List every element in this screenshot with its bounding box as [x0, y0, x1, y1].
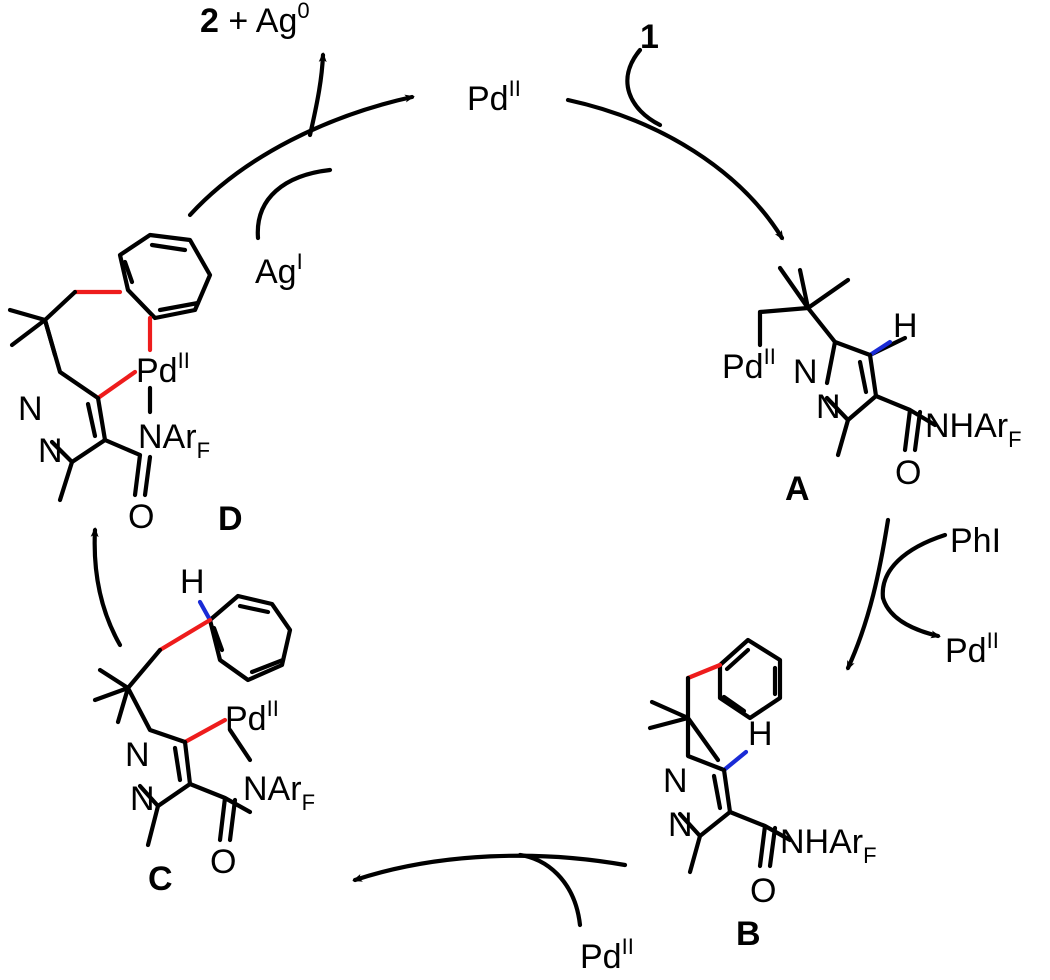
svg-text:N: N — [793, 353, 818, 391]
svg-text:N: N — [18, 390, 43, 428]
intermediate-d-label: D — [218, 500, 243, 538]
svg-text:NArF: NArF — [138, 418, 210, 463]
intermediate-d: PdII N N O NArF D — [7, 232, 243, 538]
arrow-b-to-c — [352, 853, 628, 883]
svg-text:PdII: PdII — [225, 696, 279, 738]
arrow-phi-entry — [880, 532, 948, 601]
svg-text:O: O — [128, 498, 154, 536]
svg-text:O: O — [895, 454, 921, 492]
svg-text:N: N — [816, 388, 841, 426]
pd-added-label: PdII — [580, 934, 634, 976]
arrow-ag-entry — [255, 167, 333, 241]
svg-text:N: N — [130, 780, 155, 818]
phi-label: PhI — [950, 522, 1001, 560]
arrow-pd-to-a — [565, 97, 785, 241]
svg-text:N: N — [668, 806, 693, 844]
arrow-product-release — [307, 52, 327, 138]
svg-text:N: N — [663, 762, 688, 800]
product-label: 2 + Ag0 — [200, 0, 310, 40]
svg-text:H: H — [893, 307, 918, 345]
svg-text:H: H — [180, 563, 205, 601]
intermediate-b: H N N O NHArF B — [647, 637, 877, 953]
arrow-reagent-1-entry — [625, 47, 663, 128]
arrow-pd-release — [880, 595, 941, 639]
arrow-c-to-d — [90, 527, 123, 648]
pd-released-label: PdII — [945, 628, 999, 670]
reagent-1-label: 1 — [640, 18, 659, 56]
svg-text:PdII: PdII — [722, 344, 776, 386]
svg-text:N: N — [38, 432, 63, 470]
top-pd-catalyst: PdII — [467, 76, 521, 118]
svg-text:O: O — [750, 872, 776, 910]
intermediate-c: H PdII N N O NArF C — [92, 563, 315, 898]
intermediate-a-label: A — [785, 470, 810, 508]
arrow-pd-added-entry — [517, 852, 583, 928]
intermediate-c-label: C — [148, 860, 173, 898]
svg-text:PdII: PdII — [136, 348, 190, 390]
arrow-d-to-pd — [187, 94, 415, 218]
intermediate-b-label: B — [736, 915, 761, 953]
svg-text:NHArF: NHArF — [780, 823, 877, 868]
intermediate-a: PdII N N H O NHArF A — [722, 265, 1022, 508]
svg-text:NHArF: NHArF — [925, 407, 1022, 452]
svg-text:O: O — [210, 843, 236, 881]
arrow-a-to-b — [845, 517, 891, 671]
ag-oxidant-label: AgI — [255, 249, 303, 291]
svg-text:N: N — [125, 736, 150, 774]
svg-text:H: H — [748, 715, 773, 753]
svg-text:NArF: NArF — [243, 770, 315, 815]
